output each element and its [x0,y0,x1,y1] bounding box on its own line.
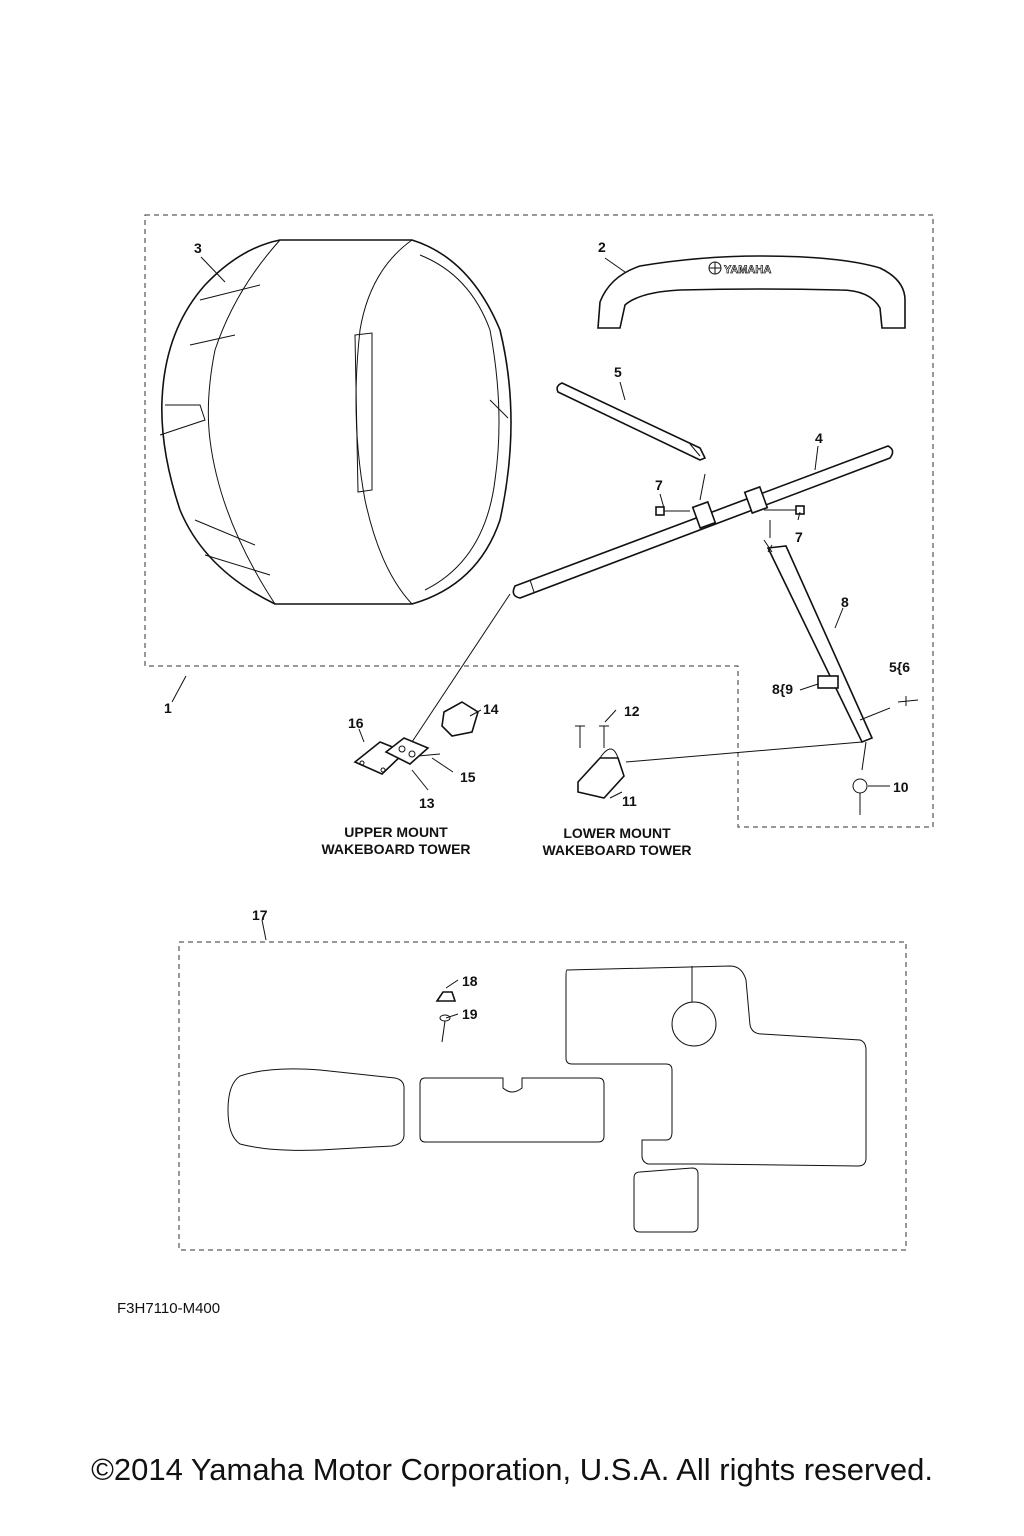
part-11-lower-mount[interactable] [577,748,625,799]
callout-3: 3 [194,240,202,256]
part-5-6-bolt[interactable] [897,696,919,706]
callout-14: 14 [483,701,499,717]
part-13-upper-mount[interactable] [384,737,430,765]
callout-8-9: 8{9 [772,681,793,697]
callout-13: 13 [419,795,435,811]
lower-mount-caption-line2: WAKEBOARD TOWER [542,842,691,858]
callout-16: 16 [348,715,364,731]
mat-stern [565,965,867,1167]
callout-7-left: 7 [655,477,663,493]
upper-mount-caption-line1: UPPER MOUNT [344,824,448,840]
part-19-washer[interactable] [439,1014,451,1043]
yamaha-logo: YAMAHA [708,261,772,276]
part-12-screws[interactable] [575,725,609,748]
callout-18: 18 [462,973,478,989]
mat-center [419,1077,605,1143]
group-1-boundary [144,214,934,828]
lower-mount-caption-line1: LOWER MOUNT [563,825,671,841]
group-17-boundary [178,941,907,1251]
callout-4: 4 [815,430,823,446]
part-3-boat-cover[interactable] [159,239,512,605]
mat-bow [227,1068,405,1151]
callout-10: 10 [893,779,909,795]
callout-17: 17 [252,907,268,923]
part-4-main-bar[interactable] [512,445,894,599]
callout-15: 15 [460,769,476,785]
callout-8: 8 [841,594,849,610]
part-7-bolt-right[interactable] [764,505,805,515]
callout-7-right: 7 [795,529,803,545]
figure-code: F3H7110-M400 [117,1300,220,1317]
callout-2: 2 [598,239,606,255]
connection-lines [171,256,891,1019]
part-8-diagonal-support[interactable] [763,539,874,744]
callout-12: 12 [624,703,640,719]
callout-1: 1 [164,700,172,716]
callout-labels: 3 2 5 4 7 7 8 5{6 8{9 1 16 14 12 15 13 1… [164,239,910,1022]
callout-5-6: 5{6 [889,659,910,675]
part-10-pin[interactable] [852,741,868,815]
part-17-mat-set[interactable] [227,965,867,1233]
mat-stern-hole [671,1001,717,1047]
part-18-snap[interactable] [435,991,457,1002]
upper-mount-caption-line2: WAKEBOARD TOWER [321,841,470,857]
copyright-notice: ©2014 Yamaha Motor Corporation, U.S.A. A… [91,1452,933,1487]
part-5-strut[interactable] [556,382,707,461]
callout-19: 19 [462,1006,478,1022]
svg-text:YAMAHA: YAMAHA [724,264,771,276]
part-2-tower-pad[interactable]: YAMAHA [597,255,906,329]
callout-11: 11 [622,793,637,809]
mount-captions: UPPER MOUNT WAKEBOARD TOWER LOWER MOUNT … [321,824,691,858]
mat-step [633,1167,699,1233]
callout-5: 5 [614,364,622,380]
part-15-screw[interactable] [417,753,441,757]
part-7-bolt-left[interactable] [655,506,690,516]
part-14-cap[interactable] [441,701,479,737]
